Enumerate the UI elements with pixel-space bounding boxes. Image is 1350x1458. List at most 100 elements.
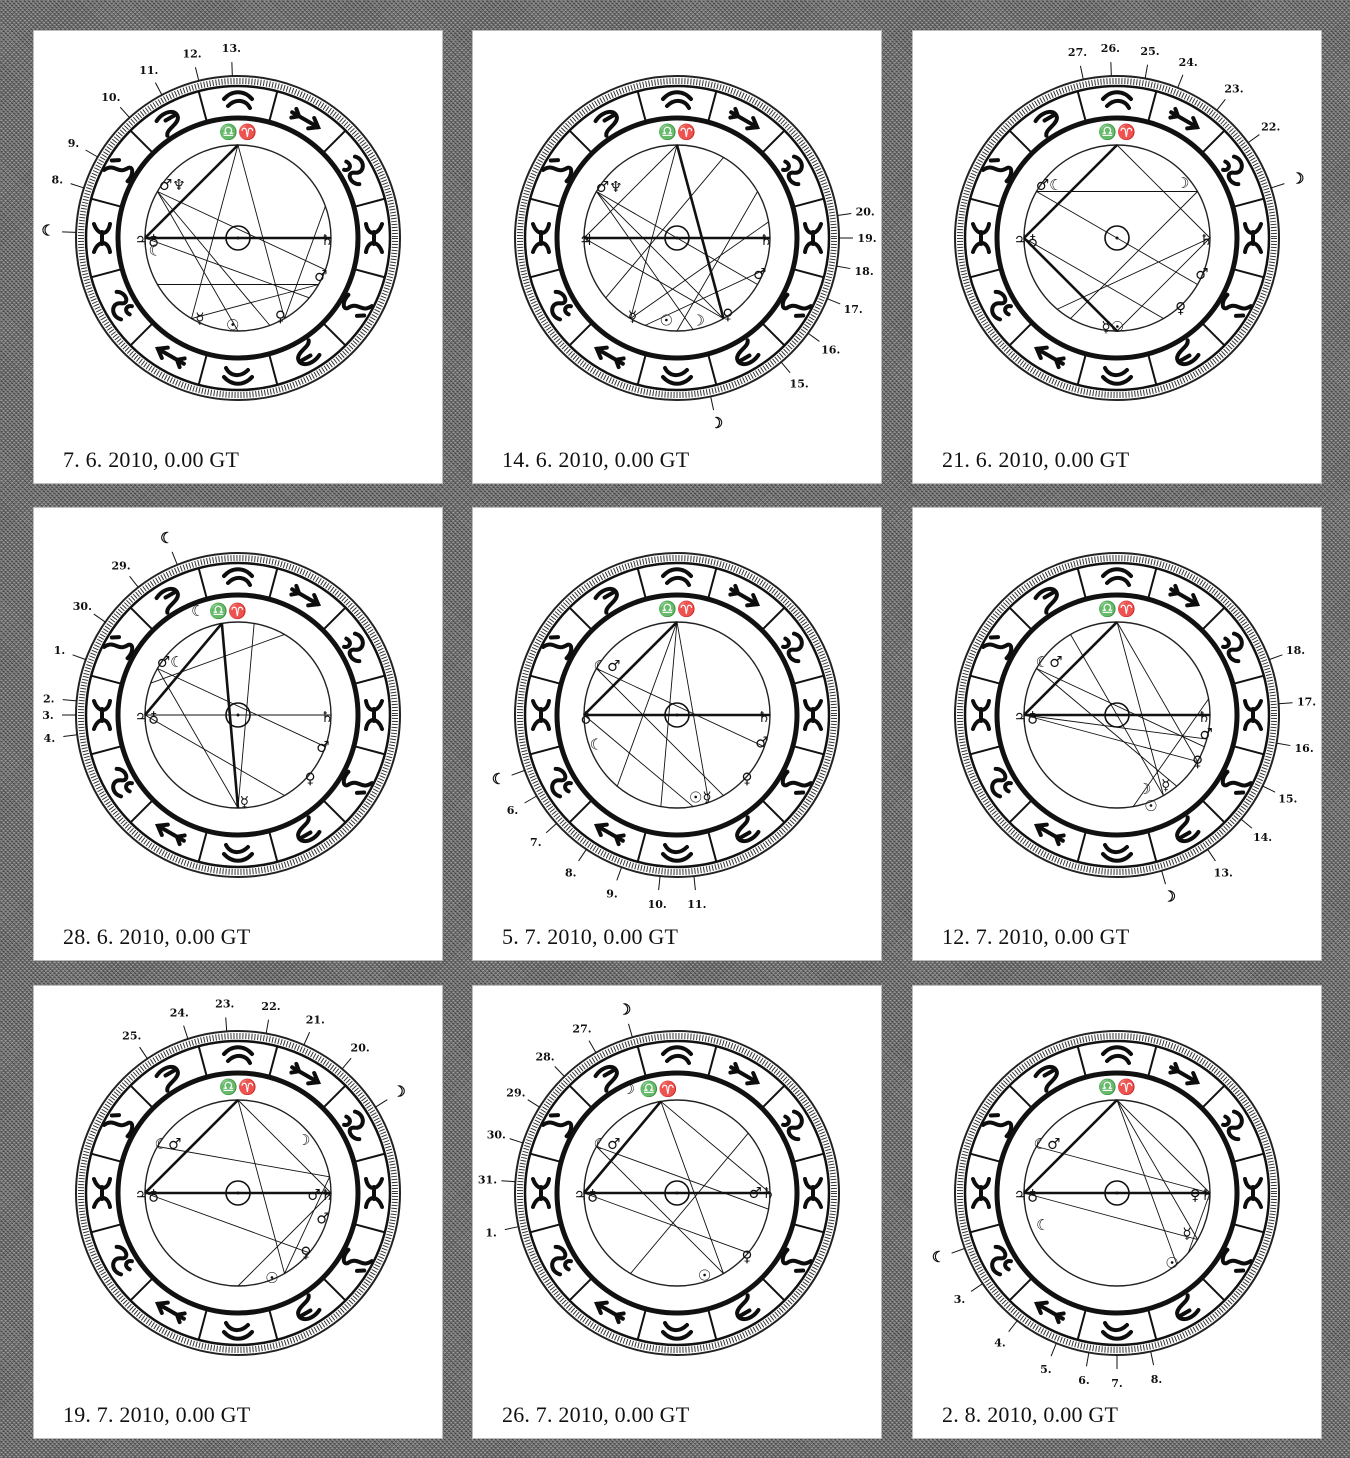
planet-glyph: ☉☿ — [689, 789, 712, 807]
planet-glyph: ☿ — [628, 307, 637, 325]
sign-divider — [1202, 800, 1225, 823]
outer-marker: 23. — [215, 997, 234, 1010]
sign-divider — [793, 269, 824, 277]
outer-marker: 11. — [139, 64, 158, 77]
sign-divider — [323, 1086, 346, 1109]
sign-divider — [1148, 568, 1156, 599]
outer-marker: ☽ — [1163, 888, 1176, 906]
outer-marker: 13. — [1214, 867, 1233, 880]
outer-marker: ☽ — [618, 1000, 631, 1018]
planet-glyph: ♂♆ — [159, 176, 186, 194]
outer-marker: 7. — [1111, 1377, 1122, 1390]
sign-divider — [570, 1278, 593, 1301]
marker-tick — [512, 770, 525, 775]
aspect-line — [617, 622, 677, 786]
sign-divider — [354, 746, 385, 754]
planet-glyph: ☽ — [1176, 174, 1189, 192]
outer-marker: ☽ — [392, 1082, 405, 1100]
planet-glyph: ♃♁ — [1014, 231, 1038, 249]
marker-tick — [63, 700, 77, 701]
horoscope-panel: ♎♈♂♆♃♄♂☿☉☽♀20.19.18.17.16.15.☽14. 6. 201… — [472, 30, 882, 484]
outer-marker: 9. — [606, 888, 617, 901]
horoscope-panel: ♎♈☾♂♁☾♄♂♀☉☿☾6.7.8.9.10.11.5. 7. 2010, 0.… — [472, 507, 882, 961]
outer-marker: 3. — [42, 709, 53, 722]
zodiac-sign-glyph — [663, 845, 691, 861]
outer-marker: 23. — [1224, 82, 1243, 95]
sign-divider — [131, 608, 154, 631]
sign-divider — [1202, 323, 1225, 346]
sign-divider — [1148, 831, 1156, 862]
sign-divider — [1202, 131, 1225, 154]
sign-divider — [1078, 91, 1086, 122]
sign-divider — [1078, 568, 1086, 599]
planet-glyph: ♁ — [580, 708, 591, 726]
planet-glyph: ♂ — [1195, 265, 1208, 283]
sign-divider — [131, 1278, 154, 1301]
planet-glyph: ♎♈ — [219, 123, 256, 141]
planet-glyph: ♀ — [305, 770, 316, 788]
zodiac-sign-glyph — [1034, 821, 1066, 846]
sign-divider — [323, 323, 346, 346]
sign-divider — [708, 91, 716, 122]
zodiac-sign-glyph — [728, 584, 760, 609]
marker-tick — [617, 867, 622, 880]
marker-tick — [628, 1024, 632, 1037]
marker-tick — [71, 184, 84, 188]
planet-glyph: ☉ — [226, 316, 239, 334]
outer-marker: 10. — [648, 898, 667, 911]
sign-divider — [1078, 354, 1086, 385]
aspect-line — [238, 1100, 331, 1193]
marker-tick — [659, 876, 660, 890]
outer-marker: 29. — [506, 1086, 525, 1099]
sign-divider — [1233, 746, 1264, 754]
planet-glyph: ♃♁ — [574, 1186, 598, 1204]
sign-divider — [1010, 1086, 1033, 1109]
zodiac-sign-glyph — [366, 224, 382, 252]
sign-divider — [269, 354, 277, 385]
sign-divider — [638, 91, 646, 122]
sign-divider — [199, 1309, 207, 1340]
zodiac-sign-glyph — [1103, 845, 1131, 861]
outer-marker: ☾ — [160, 529, 173, 547]
marker-tick — [510, 1139, 523, 1143]
outer-marker: 17. — [1297, 696, 1316, 709]
aspect-line — [1117, 1100, 1210, 1193]
sign-divider — [323, 800, 346, 823]
outer-marker: 16. — [821, 344, 840, 357]
outer-marker: 27. — [572, 1022, 591, 1035]
marker-tick — [837, 266, 851, 268]
sign-divider — [91, 676, 122, 684]
planet-glyph: ☾♂ — [1036, 653, 1063, 671]
planet-glyph: ☉ — [1144, 797, 1157, 815]
marker-tick — [172, 552, 177, 565]
planet-glyph: ☉ — [698, 1267, 711, 1285]
sign-divider — [762, 131, 785, 154]
sign-divider — [530, 1154, 561, 1162]
zodiac-sign-glyph — [1168, 1062, 1200, 1087]
planet-glyph: ☾♂ — [1034, 1135, 1061, 1153]
zodiac-sign-glyph — [594, 1299, 626, 1324]
aspect-line — [1117, 622, 1198, 762]
planet-glyph: ♎♈ — [219, 1078, 256, 1096]
zodiac-sign-glyph — [1245, 224, 1261, 252]
sign-divider — [708, 354, 716, 385]
horoscope-panel: ☾ ♎♈♂☾♃♁♄♂♀☿☾29.30.1.2.3.4.28. 6. 2010, … — [33, 507, 443, 961]
sign-divider — [708, 568, 716, 599]
aspect-line — [1036, 669, 1176, 787]
sign-divider — [1233, 676, 1264, 684]
outer-marker: 3. — [954, 1293, 965, 1306]
outer-marker: 20. — [856, 206, 875, 219]
outer-marker: 30. — [487, 1128, 506, 1141]
marker-tick — [1151, 1351, 1154, 1365]
sign-divider — [762, 800, 785, 823]
zodiac-sign-glyph — [1103, 1047, 1131, 1063]
sign-divider — [530, 746, 561, 754]
planet-glyph: ☿ — [195, 310, 204, 328]
marker-tick — [501, 1181, 515, 1182]
zodiac-sign-glyph — [289, 584, 321, 609]
planet-glyph: ☽ — [691, 312, 704, 330]
marker-tick — [781, 362, 790, 373]
planet-glyph: ☽ ♎♈ — [622, 1080, 678, 1098]
outer-marker: 7. — [530, 836, 541, 849]
marker-tick — [1248, 135, 1259, 143]
